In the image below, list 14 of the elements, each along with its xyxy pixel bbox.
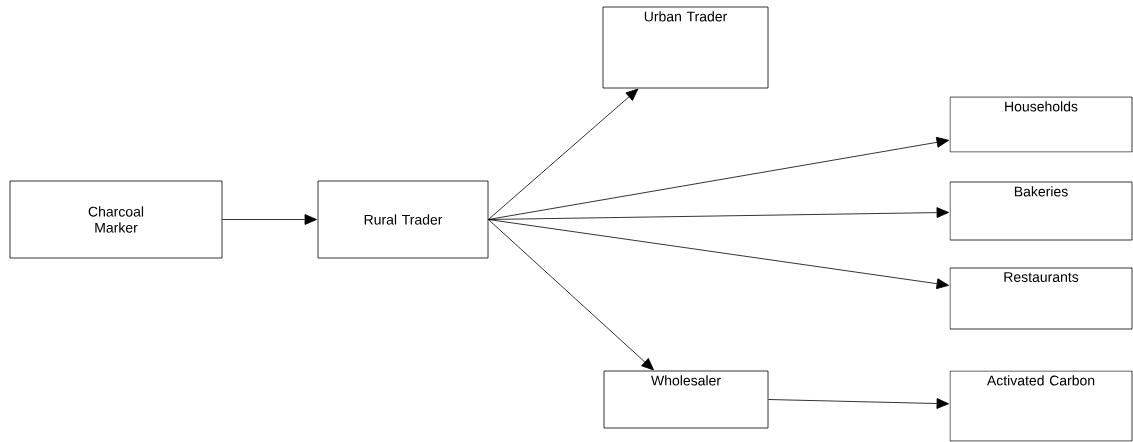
process-box: Restaurants bbox=[949, 267, 1133, 330]
arrow bbox=[488, 88, 639, 220]
process-box: Bakeries bbox=[949, 181, 1133, 241]
process-box: Rural Trader bbox=[317, 180, 489, 259]
arrow bbox=[488, 219, 949, 290]
process-box: Wholesaler bbox=[603, 370, 769, 429]
arrow bbox=[488, 136, 949, 220]
arrow bbox=[768, 398, 949, 409]
process-box: Activated Carbon bbox=[949, 370, 1133, 442]
process-box: Urban Trader bbox=[602, 6, 769, 89]
arrow bbox=[222, 214, 317, 225]
arrow bbox=[488, 219, 654, 371]
process-box: Charcoal Marker bbox=[9, 180, 223, 259]
process-box: Households bbox=[949, 96, 1133, 153]
